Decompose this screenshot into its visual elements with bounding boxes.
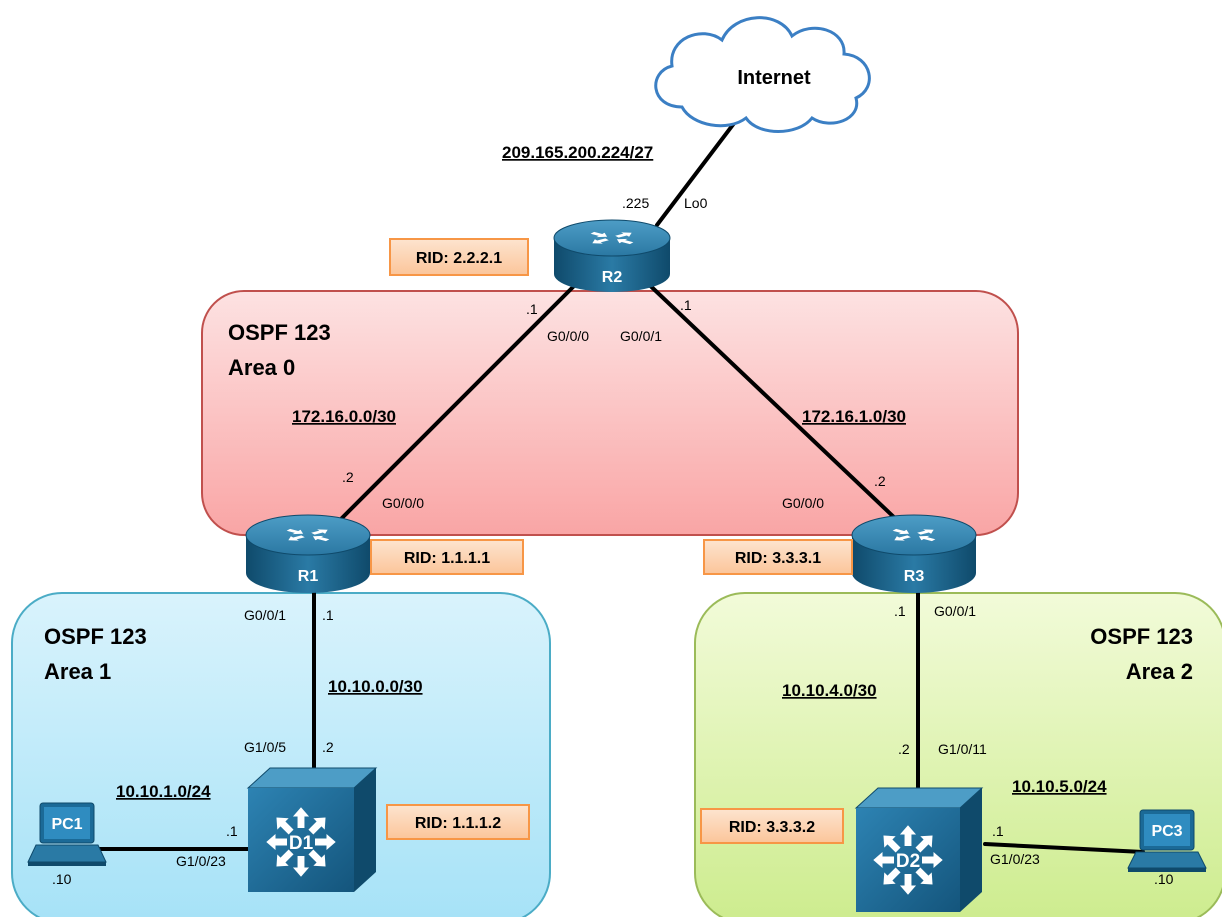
net-d1-pc1: 10.10.1.0/24 xyxy=(116,782,211,801)
rid-box-r2: RID: 2.2.2.1 xyxy=(389,238,529,276)
rid-box-r1: RID: 1.1.1.1 xyxy=(370,539,524,575)
iface-r3-g001: G0/0/1 xyxy=(934,603,976,619)
rid-r2: RID: 2.2.2.1 xyxy=(416,250,502,267)
r1-label: R1 xyxy=(298,568,319,585)
iface-d1-g1023-host: .1 xyxy=(226,823,238,839)
iface-r1-g000-host: .2 xyxy=(342,469,354,485)
net-internet: 209.165.200.224/27 xyxy=(502,143,653,162)
iface-r3-g001-host: .1 xyxy=(894,603,906,619)
area-1-title-line2: Area 1 xyxy=(44,659,111,684)
link-r2-internet xyxy=(655,120,737,227)
iface-r2-g000-host: .1 xyxy=(526,301,538,317)
rid-d2: RID: 3.3.3.2 xyxy=(729,819,815,836)
area-2-title-line1: OSPF 123 xyxy=(1090,624,1193,649)
switch-d2[interactable]: D2 xyxy=(854,787,984,912)
iface-r3-g000-host: .2 xyxy=(874,473,886,489)
switch-d1[interactable]: D1 xyxy=(246,767,378,892)
net-r1-d1: 10.10.0.0/30 xyxy=(328,677,423,696)
net-r3-d2: 10.10.4.0/30 xyxy=(782,681,877,700)
pc3-label: PC3 xyxy=(1151,823,1182,840)
rid-d1: RID: 1.1.1.2 xyxy=(415,815,501,832)
link-r2-r3 xyxy=(638,274,920,542)
router-r3[interactable]: R3 xyxy=(851,514,977,593)
iface-r3-g000: G0/0/0 xyxy=(782,495,824,511)
iface-d2-g1011: G1/0/11 xyxy=(938,741,987,757)
iface-r2-g001: G0/0/1 xyxy=(620,328,662,344)
rid-box-d2: RID: 3.3.3.2 xyxy=(700,808,844,844)
d2-label: D2 xyxy=(896,851,920,872)
net-r2-r3: 172.16.1.0/30 xyxy=(802,407,906,426)
internet-label: Internet xyxy=(737,67,811,89)
iface-r1-g001: G0/0/1 xyxy=(244,607,286,623)
net-r1-r2: 172.16.0.0/30 xyxy=(292,407,396,426)
iface-d1-g105: G1/0/5 xyxy=(244,739,286,755)
links xyxy=(98,120,1145,854)
iface-d1-g1023: G1/0/23 xyxy=(176,853,226,869)
iface-r2-lo0: Lo0 xyxy=(684,195,708,211)
d1-label: D1 xyxy=(289,833,314,854)
area-0-title-line1: OSPF 123 xyxy=(228,320,331,345)
link-r1-r2 xyxy=(316,274,586,544)
router-r2[interactable]: R2 xyxy=(553,219,671,292)
iface-r2-g000: G0/0/0 xyxy=(547,328,589,344)
iface-r1-g000: G0/0/0 xyxy=(382,495,424,511)
link-d2-pc3 xyxy=(983,842,1145,854)
iface-pc1-host: .10 xyxy=(52,871,72,887)
pc3-laptop-icon[interactable]: PC3 xyxy=(1127,809,1207,872)
pc1-laptop-icon[interactable]: PC1 xyxy=(27,802,107,866)
pc1-label: PC1 xyxy=(51,816,82,833)
rid-r3: RID: 3.3.3.1 xyxy=(735,550,821,567)
area-2-title-line2: Area 2 xyxy=(1126,659,1193,684)
iface-d1-g105-host: .2 xyxy=(322,739,334,755)
iface-r2-lo0-host: .225 xyxy=(622,195,649,211)
net-d2-pc3: 10.10.5.0/24 xyxy=(1012,777,1107,796)
area-0-title-line2: Area 0 xyxy=(228,355,295,380)
router-r1[interactable]: R1 xyxy=(245,514,371,593)
iface-d2-g1023: G1/0/23 xyxy=(990,851,1040,867)
iface-d2-g1023-host: .1 xyxy=(992,823,1004,839)
iface-d2-g1011-host: .2 xyxy=(898,741,910,757)
r3-label: R3 xyxy=(904,568,925,585)
internet-cloud: Internet xyxy=(654,16,871,133)
rid-box-r3: RID: 3.3.3.1 xyxy=(703,539,853,575)
iface-r2-g001-host: .1 xyxy=(680,297,692,313)
rid-r1: RID: 1.1.1.1 xyxy=(404,550,490,567)
rid-box-d1: RID: 1.1.1.2 xyxy=(386,804,530,840)
area-1-title-line1: OSPF 123 xyxy=(44,624,147,649)
iface-r1-g001-host: .1 xyxy=(322,607,334,623)
iface-pc3-host: .10 xyxy=(1154,871,1174,887)
r2-label: R2 xyxy=(602,269,623,286)
